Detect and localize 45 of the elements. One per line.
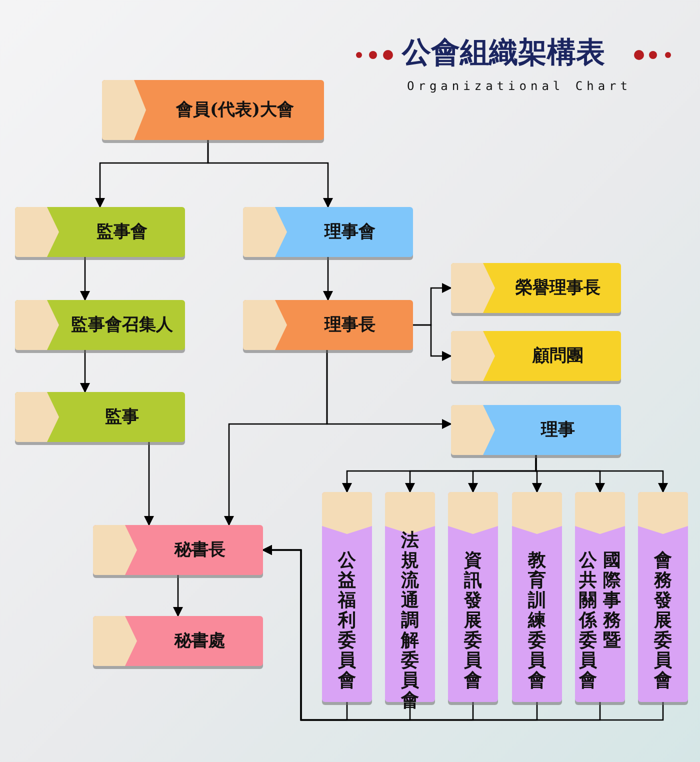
org-box	[243, 300, 413, 350]
box-label: 資訊發展委員會	[464, 551, 482, 691]
org-box	[451, 405, 621, 455]
box-label: 教育訓練委員會	[528, 551, 546, 691]
box-label: 監事會召集人	[71, 316, 173, 334]
arrow	[323, 257, 333, 301]
arrow	[80, 257, 90, 301]
box-label: 會務發展委員會	[654, 551, 672, 691]
org-box	[15, 392, 185, 442]
box-label: 理事會	[324, 224, 376, 240]
arrow	[173, 575, 183, 617]
arrow	[144, 442, 154, 526]
box-label: 秘書處	[174, 632, 226, 650]
title: 公會組織架構表	[402, 38, 605, 67]
org-box	[243, 207, 413, 257]
committee-box	[448, 492, 498, 702]
box-label: 理事長	[324, 316, 376, 334]
org-box	[15, 207, 185, 257]
committee-box	[322, 492, 372, 702]
arrow	[262, 545, 664, 721]
committee-box	[512, 492, 562, 702]
arrow	[207, 140, 333, 208]
box-label: 監事	[105, 408, 139, 426]
org-box	[93, 616, 263, 666]
arrow	[224, 350, 328, 526]
box-label: 監事會	[96, 224, 148, 240]
arrow	[535, 455, 668, 493]
box-label: 榮譽理事長	[516, 280, 600, 296]
org-box	[93, 525, 263, 575]
arrow	[80, 350, 90, 393]
arrow	[413, 324, 452, 361]
box-label: 秘書長	[174, 542, 226, 558]
box-label: 法規流通調解委員會	[400, 531, 420, 711]
box-label: 國際事務暨公共關係委員會	[578, 551, 622, 691]
committee-box	[575, 492, 625, 702]
box-label: 理事	[541, 422, 575, 438]
box-label: 顧問團	[532, 348, 584, 364]
box-label: 會員(代表)大會	[176, 102, 294, 118]
subtitle: Organizational Chart	[407, 80, 632, 92]
org-box	[451, 331, 621, 381]
org-box	[15, 300, 185, 350]
box-label: 公益福利委員會	[338, 551, 356, 691]
org-box	[451, 263, 621, 313]
committee-box	[638, 492, 688, 702]
org-box	[102, 80, 324, 140]
